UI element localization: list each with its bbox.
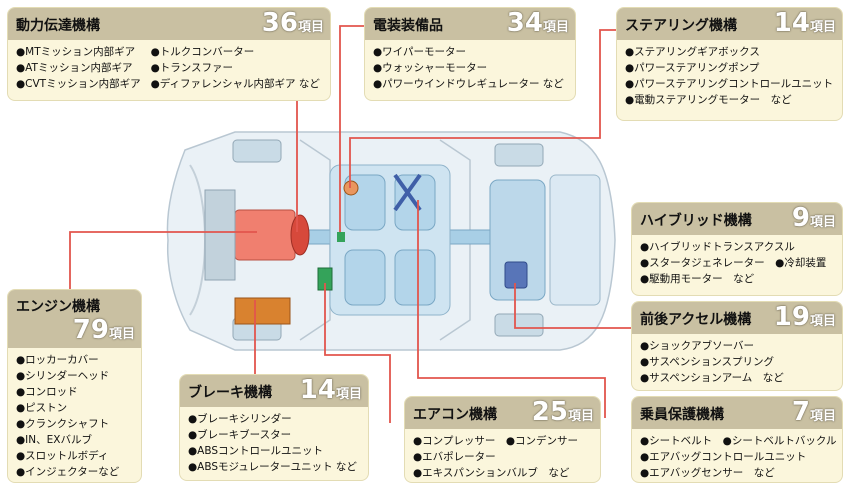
engine-header: エンジン機構 79項目 xyxy=(8,290,141,348)
engine-box: エンジン機構 79項目 ●ロッカーカバー ●シリンダーヘッド ●コンロッド ●ピ… xyxy=(8,290,141,482)
list-item: ●ABSコントロールユニット xyxy=(188,445,324,457)
steering-items: ●ステアリングギアボックス ●パワーステアリングポンプ ●パワーステアリングコン… xyxy=(617,40,842,108)
engine-count: 79 xyxy=(72,315,109,345)
safety-unit: 項目 xyxy=(809,409,836,424)
list-item: ●CVTミッション内部ギア xyxy=(16,78,141,90)
list-item: ●コンプレッサー ●コンデンサー xyxy=(413,435,579,447)
brake-count: 14 xyxy=(299,375,336,405)
steering-title: ステアリング機構 xyxy=(625,18,737,34)
list-item: ●ディファレンシャル内部ギア など xyxy=(150,78,320,90)
safety-count: 7 xyxy=(791,397,810,427)
engine-unit: 項目 xyxy=(108,327,135,342)
brake-title: ブレーキ機構 xyxy=(188,385,272,401)
aircon-title: エアコン機構 xyxy=(413,407,497,423)
drivetrain-unit: 項目 xyxy=(297,20,324,35)
list-item: ●ウォッシャーモーター xyxy=(373,62,488,74)
list-item: ●ロッカーカバー xyxy=(16,354,99,366)
list-item: ●ハイブリッドトランスアクスル xyxy=(640,241,795,253)
axle-title: 前後アクセル機構 xyxy=(640,312,752,328)
drivetrain-count: 36 xyxy=(261,8,298,38)
list-item: ●パワーステアリングコントロールユニット xyxy=(625,78,834,90)
car-body xyxy=(166,131,616,351)
list-item: ●シリンダーヘッド xyxy=(16,370,110,382)
list-item: ●スロットルボディ xyxy=(16,450,109,462)
list-item: ●パワーウインドウレギュレーター など xyxy=(373,78,564,90)
list-item: ●IN、EXバルブ xyxy=(16,434,92,446)
aircon-items: ●コンプレッサー ●コンデンサー ●エバポレーター ●エキスパンションバルブ な… xyxy=(405,429,600,481)
steering-header: ステアリング機構 14項目 xyxy=(617,8,842,40)
brake-box: ブレーキ機構 14項目 ●ブレーキシリンダー ●ブレーキブースター ●ABSコン… xyxy=(180,375,368,480)
brake-unit: 項目 xyxy=(335,387,362,402)
list-item: ●ブレーキブースター xyxy=(188,429,292,441)
drivetrain-header: 動力伝達機構 36項目 xyxy=(8,8,330,40)
list-item: ●ブレーキシリンダー xyxy=(188,413,292,425)
axle-count: 19 xyxy=(773,302,810,332)
list-item: ●サスペンションスプリング xyxy=(640,356,775,368)
list-item: ●コンロッド xyxy=(16,386,78,398)
safety-box: 乗員保護機構 7項目 ●シートベルト ●シートベルトバックル ●エアバッグコント… xyxy=(632,397,842,482)
engine-items: ●ロッカーカバー ●シリンダーヘッド ●コンロッド ●ピストン ●クランクシャフ… xyxy=(8,348,141,480)
steering-box: ステアリング機構 14項目 ●ステアリングギアボックス ●パワーステアリングポン… xyxy=(617,8,842,120)
safety-header: 乗員保護機構 7項目 xyxy=(632,397,842,429)
drivetrain-items: ●MTミッション内部ギア ●ATミッション内部ギア ●CVTミッション内部ギア … xyxy=(8,40,330,92)
electrical-unit: 項目 xyxy=(542,20,569,35)
hybrid-header: ハイブリッド機構 9項目 xyxy=(632,203,842,235)
safety-title: 乗員保護機構 xyxy=(640,407,724,423)
list-item: ●シートベルト ●シートベルトバックル xyxy=(640,435,837,447)
list-item: ●ショックアブソーバー xyxy=(640,340,755,352)
electrical-count: 34 xyxy=(506,8,543,38)
list-item: ●トランスファー xyxy=(150,62,234,74)
hybrid-count: 9 xyxy=(791,203,810,233)
list-item: ●スタータジェネレーター ●冷却装置 xyxy=(640,257,827,269)
aircon-count: 25 xyxy=(531,397,568,427)
list-item: ●サスペンションアーム など xyxy=(640,372,784,384)
brake-items: ●ブレーキシリンダー ●ブレーキブースター ●ABSコントロールユニット ●AB… xyxy=(180,407,368,475)
steering-count: 14 xyxy=(773,8,810,38)
list-item: ●電動ステアリングモーター など xyxy=(625,94,792,106)
list-item: ●クランクシャフト xyxy=(16,418,110,430)
list-item: ●MTミッション内部ギア xyxy=(16,46,136,58)
drivetrain-box: 動力伝達機構 36項目 ●MTミッション内部ギア ●ATミッション内部ギア ●C… xyxy=(8,8,330,100)
list-item: ●エバポレーター xyxy=(413,451,496,463)
engine-title: エンジン機構 xyxy=(16,299,100,315)
hybrid-items: ●ハイブリッドトランスアクスル ●スタータジェネレーター ●冷却装置 ●駆動用モ… xyxy=(632,235,842,287)
axle-box: 前後アクセル機構 19項目 ●ショックアブソーバー ●サスペンションスプリング … xyxy=(632,302,842,390)
list-item: ●エキスパンションバルブ など xyxy=(413,467,570,479)
steering-unit: 項目 xyxy=(809,20,836,35)
list-item: ●エアバッグコントロールユニット xyxy=(640,451,807,463)
electrical-title: 電装装備品 xyxy=(373,18,443,34)
axle-unit: 項目 xyxy=(809,314,836,329)
electrical-header: 電装装備品 34項目 xyxy=(365,8,575,40)
axle-items: ●ショックアブソーバー ●サスペンションスプリング ●サスペンションアーム など xyxy=(632,334,842,386)
axle-header: 前後アクセル機構 19項目 xyxy=(632,302,842,334)
hybrid-box: ハイブリッド機構 9項目 ●ハイブリッドトランスアクスル ●スタータジェネレータ… xyxy=(632,203,842,295)
leader-lines xyxy=(69,25,632,423)
list-item: ●エアバッグセンサー など xyxy=(640,467,775,479)
aircon-header: エアコン機構 25項目 xyxy=(405,397,600,429)
electrical-items: ●ワイパーモーター ●ウォッシャーモーター ●パワーウインドウレギュレーター な… xyxy=(365,40,575,92)
list-item: ●ATミッション内部ギア xyxy=(16,62,133,74)
aircon-box: エアコン機構 25項目 ●コンプレッサー ●コンデンサー ●エバポレーター ●エ… xyxy=(405,397,600,482)
list-item: ●駆動用モーター など xyxy=(640,273,755,285)
electrical-box: 電装装備品 34項目 ●ワイパーモーター ●ウォッシャーモーター ●パワーウイン… xyxy=(365,8,575,100)
list-item: ●トルクコンバーター xyxy=(150,46,255,58)
brake-header: ブレーキ機構 14項目 xyxy=(180,375,368,407)
hybrid-title: ハイブリッド機構 xyxy=(640,213,752,229)
list-item: ●ステアリングギアボックス xyxy=(625,46,760,58)
list-item: ●ABSモジュレーターユニット など xyxy=(188,461,357,473)
list-item: ●インジェクターなど xyxy=(16,466,120,478)
hybrid-unit: 項目 xyxy=(809,215,836,230)
aircon-unit: 項目 xyxy=(567,409,594,424)
drivetrain-title: 動力伝達機構 xyxy=(16,18,100,34)
list-item: ●パワーステアリングポンプ xyxy=(625,62,760,74)
list-item: ●ワイパーモーター xyxy=(373,46,466,58)
list-item: ●ピストン xyxy=(16,402,68,414)
safety-items: ●シートベルト ●シートベルトバックル ●エアバッグコントロールユニット ●エア… xyxy=(632,429,842,481)
